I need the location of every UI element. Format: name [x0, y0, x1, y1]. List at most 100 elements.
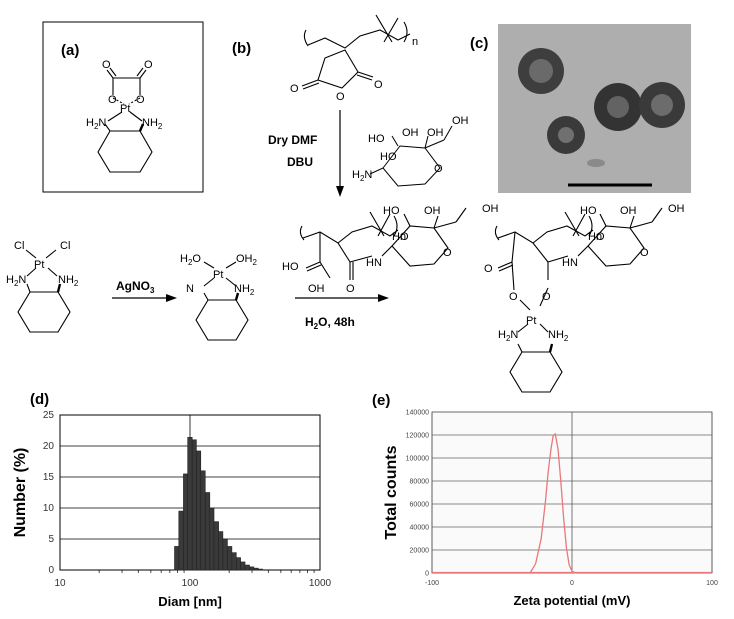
- zeta-xtick-label: -100: [425, 580, 439, 587]
- h2n-left-a: H2N: [86, 117, 106, 131]
- histogram-bar: [213, 521, 219, 571]
- histogram-bar: [196, 450, 202, 571]
- glc-sub: 2: [360, 174, 365, 183]
- reagent-agno3: AgNO3: [116, 279, 155, 295]
- pc-h-amide: H: [562, 257, 570, 269]
- reagent-dbu: DBU: [287, 155, 313, 169]
- glucosamine-oh-1: OH: [402, 127, 419, 139]
- gp-o-amide: O: [346, 283, 355, 295]
- zeta-ytick-label: 20000: [410, 548, 430, 555]
- nh2-cis: NH2: [58, 274, 79, 288]
- histogram-ytick-label: 10: [43, 503, 55, 514]
- pt-atom-aq: Pt: [213, 269, 223, 281]
- histogram-ytick-label: 15: [43, 472, 55, 483]
- zeta-x-axis-title: Zeta potential (mV): [513, 593, 630, 608]
- conj-h: H: [498, 329, 506, 341]
- panel-c-label: (c): [470, 35, 488, 52]
- oxalate-o-bl: O: [108, 94, 117, 106]
- h2n-cis: H2N: [6, 274, 26, 288]
- nh2-conj: NH2: [548, 329, 569, 343]
- reagent-water: H2O, 48h: [305, 315, 355, 331]
- histogram-bar: [249, 566, 255, 571]
- glucosamine-ho-1: HO: [368, 133, 385, 145]
- pc-ring-o: O: [640, 247, 649, 259]
- h2o-left: H2O: [180, 253, 201, 267]
- h2n-n: N: [98, 117, 106, 129]
- h2o-o: O: [192, 253, 201, 265]
- panel-a: (a) O O O O Pt H2N NH2: [42, 21, 204, 193]
- gp-oh-acid: OH: [308, 283, 325, 295]
- tem-particle-4-core: [651, 94, 673, 116]
- pt-polymer-conjugate-structure: n O O O H N HO OH OH HO O Pt H2N NH2: [484, 203, 685, 393]
- oh2-oh: OH: [236, 253, 253, 265]
- histogram-bar: [253, 567, 259, 571]
- glucosamine-ring-o: O: [434, 163, 443, 175]
- cis-nh-sub: 2: [74, 279, 79, 288]
- glucosamine-oh-3: OH: [452, 115, 469, 127]
- oxaliplatin-structure: [97, 67, 153, 173]
- cis-sub: 2: [14, 279, 19, 288]
- h2o-sub: 2: [188, 258, 193, 267]
- panel-a-frame: [42, 21, 204, 193]
- histogram-ytick-label: 0: [48, 565, 54, 576]
- conj-nh-sub: 2: [564, 334, 569, 343]
- h2n-h: H: [86, 117, 94, 129]
- pima-polymer-structure: [301, 14, 411, 90]
- histogram-bar: [178, 510, 184, 571]
- water-h: H: [305, 315, 314, 329]
- pc-oh-sugar-1: OH: [620, 205, 637, 217]
- histogram-bar: [244, 564, 250, 571]
- tem-particle-1-core: [529, 59, 553, 83]
- agno3-text: AgNO: [116, 279, 150, 293]
- gp-n-label: n: [400, 231, 406, 243]
- zeta-xtick-label: 100: [706, 580, 718, 587]
- conj-n: N: [510, 329, 518, 341]
- panel-e: (e) 020000400006000080000100000120000140…: [372, 392, 718, 608]
- histogram-bar: [227, 546, 233, 571]
- zeta-ytick-label: 140000: [406, 410, 429, 417]
- zeta-ytick-label: 40000: [410, 525, 430, 532]
- histogram-xtick-label: 1000: [309, 578, 332, 589]
- polymer-n-label: n: [412, 36, 418, 48]
- oxalate-o-left: O: [102, 59, 111, 71]
- gp-oh-sugar-1: OH: [424, 205, 441, 217]
- glucosamine-h2n: H2N: [352, 169, 372, 183]
- glucosamine-polymer-structure: n HO OH O H N HO OH OH HO O: [282, 203, 499, 295]
- zeta-xtick-label: 0: [570, 580, 574, 587]
- pc-ho-sugar: HO: [580, 205, 597, 217]
- zeta-potential-chart: 020000400006000080000100000120000140000-…: [383, 410, 718, 609]
- histogram-x-axis-title: Diam [nm]: [158, 594, 222, 609]
- anhydride-o-ring: O: [336, 91, 345, 103]
- pt-atom-cis: Pt: [34, 259, 44, 271]
- gp-ho-sugar-2: HO: [392, 231, 409, 243]
- anhydride-o-right: O: [374, 79, 383, 91]
- h2n-sub: 2: [94, 122, 99, 131]
- histogram-ytick-label: 20: [43, 441, 55, 452]
- pt-atom-conj: Pt: [526, 315, 536, 327]
- zeta-ytick-label: 60000: [410, 502, 430, 509]
- cisplatin-structure: Cl Cl Pt H2N NH2: [6, 240, 79, 333]
- histogram-bar: [187, 437, 193, 571]
- agno3-sub: 3: [150, 286, 155, 295]
- histogram-bar: [235, 557, 241, 571]
- pc-ho-sugar-2: HO: [588, 231, 605, 243]
- histogram-bar: [200, 470, 206, 571]
- aq-nh: NH: [234, 283, 250, 295]
- histogram-y-axis-title: Number (%): [12, 448, 29, 538]
- gp-n-amide: N: [374, 257, 382, 269]
- cis-nh: NH: [58, 274, 74, 286]
- glc-n: N: [364, 169, 372, 181]
- pt-atom-a: Pt: [120, 103, 130, 115]
- panel-d-label: (d): [30, 391, 49, 408]
- gp-ho-sugar: HO: [383, 205, 400, 217]
- cis-n: N: [18, 274, 26, 286]
- pc-n-label: n: [596, 231, 602, 243]
- histogram-bar: [209, 507, 215, 571]
- histogram-bar: [174, 546, 180, 571]
- cl-left: Cl: [14, 240, 24, 252]
- h2n-conj: H2N: [498, 329, 518, 343]
- zeta-ytick-label: 0: [425, 571, 429, 578]
- oh2-right: OH2: [236, 253, 258, 267]
